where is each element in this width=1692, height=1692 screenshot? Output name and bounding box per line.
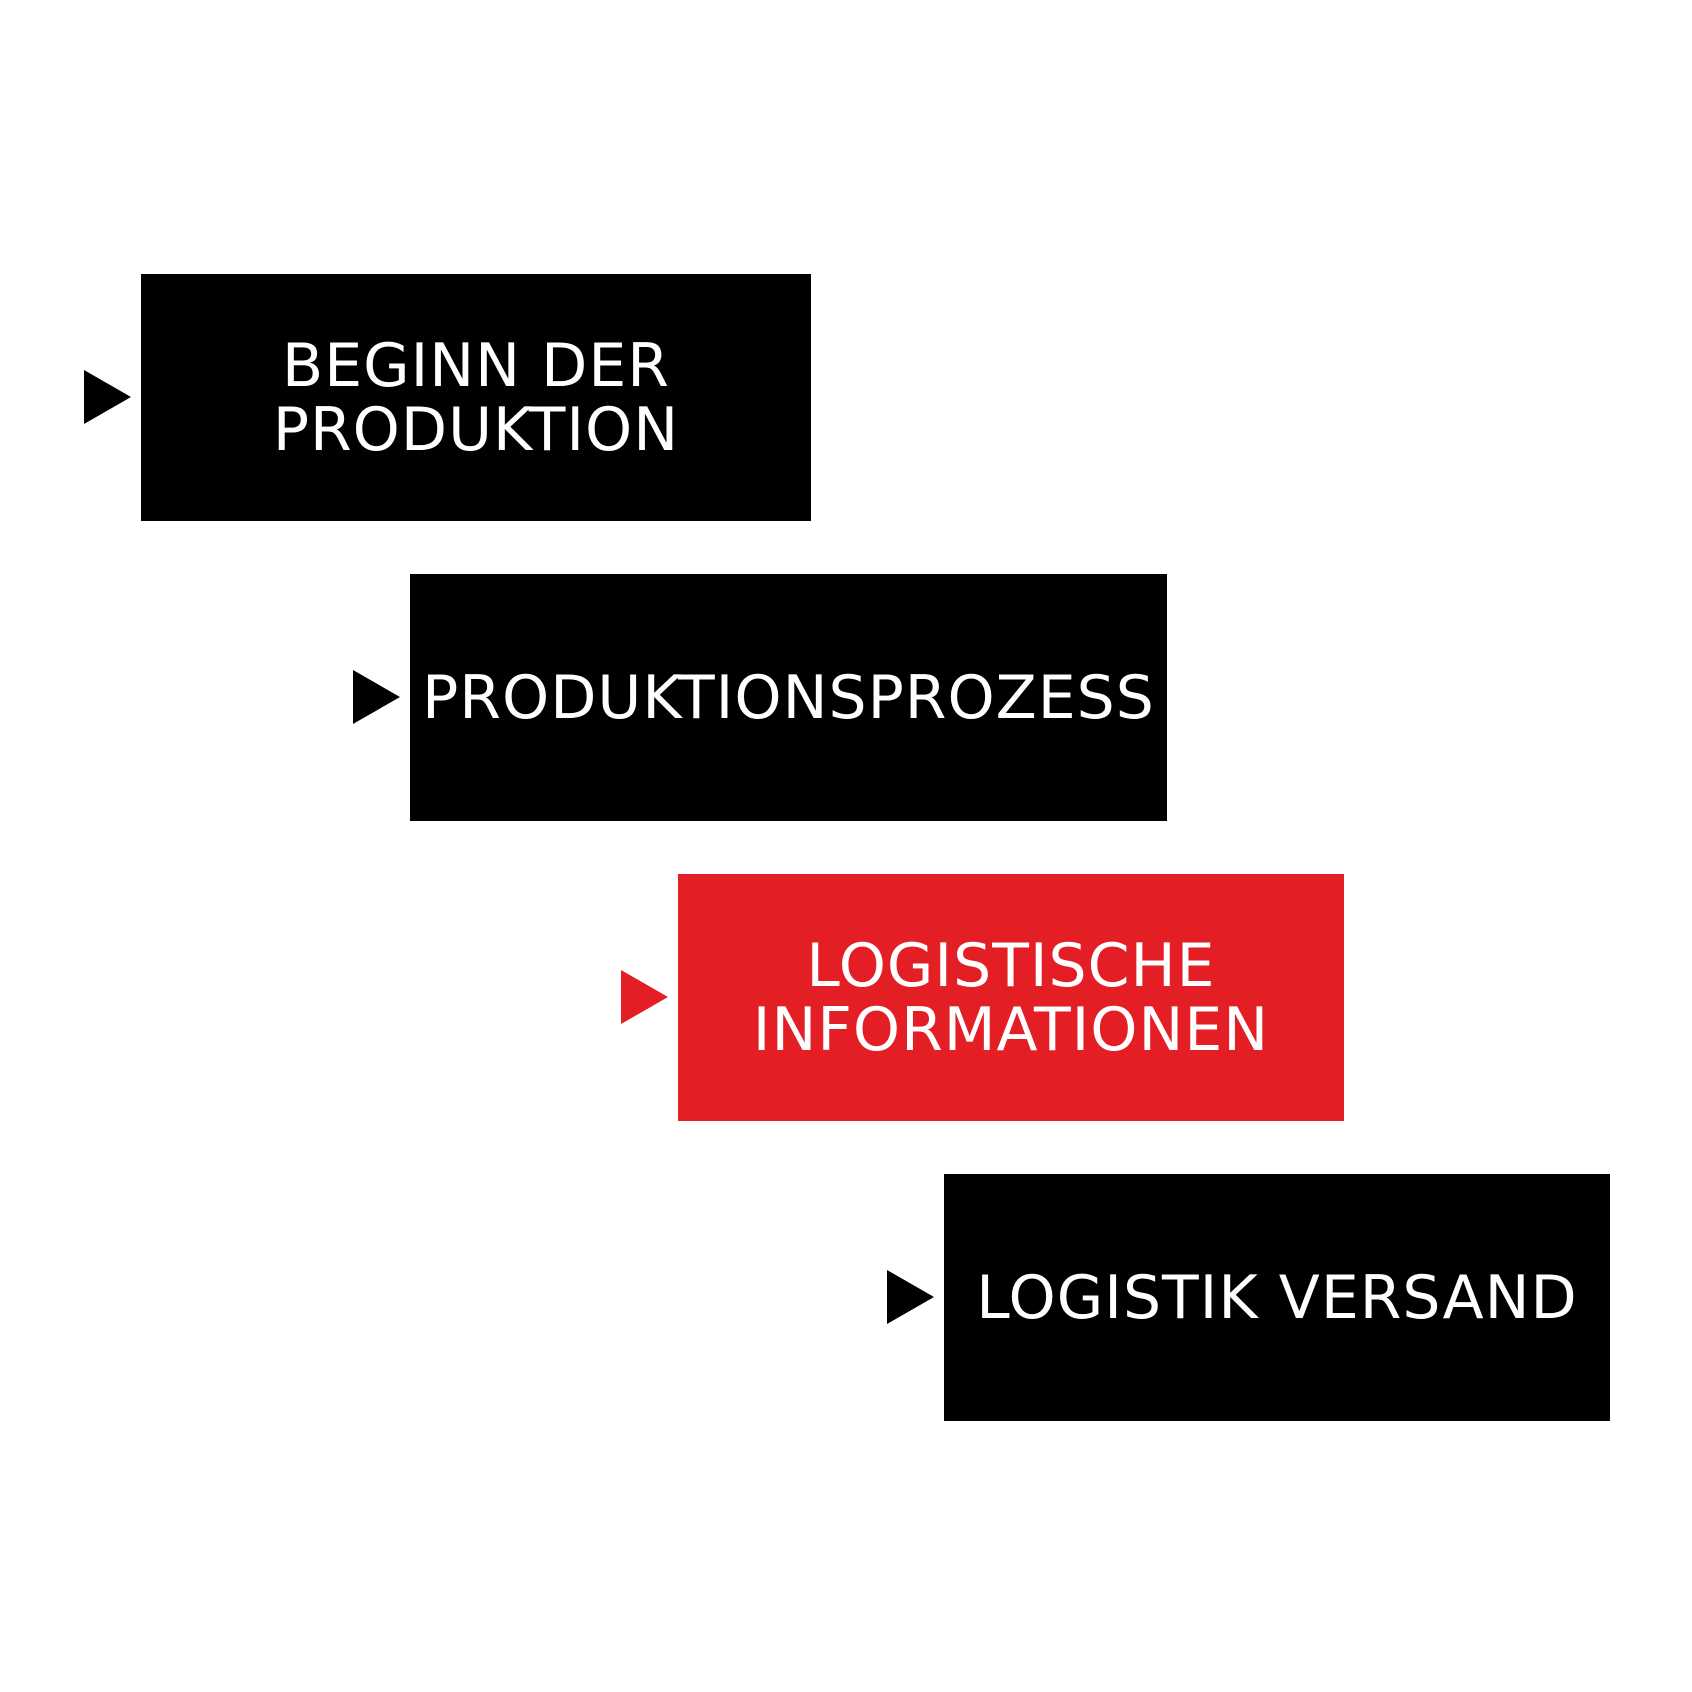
arrow-right-icon bbox=[353, 670, 400, 724]
step-label: BEGINN DER PRODUKTION bbox=[272, 330, 680, 465]
step-label: LOGISTIK VERSAND bbox=[976, 1262, 1578, 1333]
step-label: PRODUKTIONSPROZESS bbox=[422, 662, 1155, 733]
step-logistik-versand: LOGISTIK VERSAND bbox=[944, 1174, 1610, 1421]
arrow-right-icon bbox=[84, 370, 131, 424]
step-logistische-informationen: LOGISTISCHE INFORMATIONEN bbox=[678, 874, 1344, 1121]
step-produktionsprozess: PRODUKTIONSPROZESS bbox=[410, 574, 1167, 821]
arrow-right-icon bbox=[621, 970, 668, 1024]
step-label: LOGISTISCHE INFORMATIONEN bbox=[752, 930, 1270, 1065]
step-beginn-der-produktion: BEGINN DER PRODUKTION bbox=[141, 274, 811, 521]
arrow-right-icon bbox=[887, 1270, 934, 1324]
